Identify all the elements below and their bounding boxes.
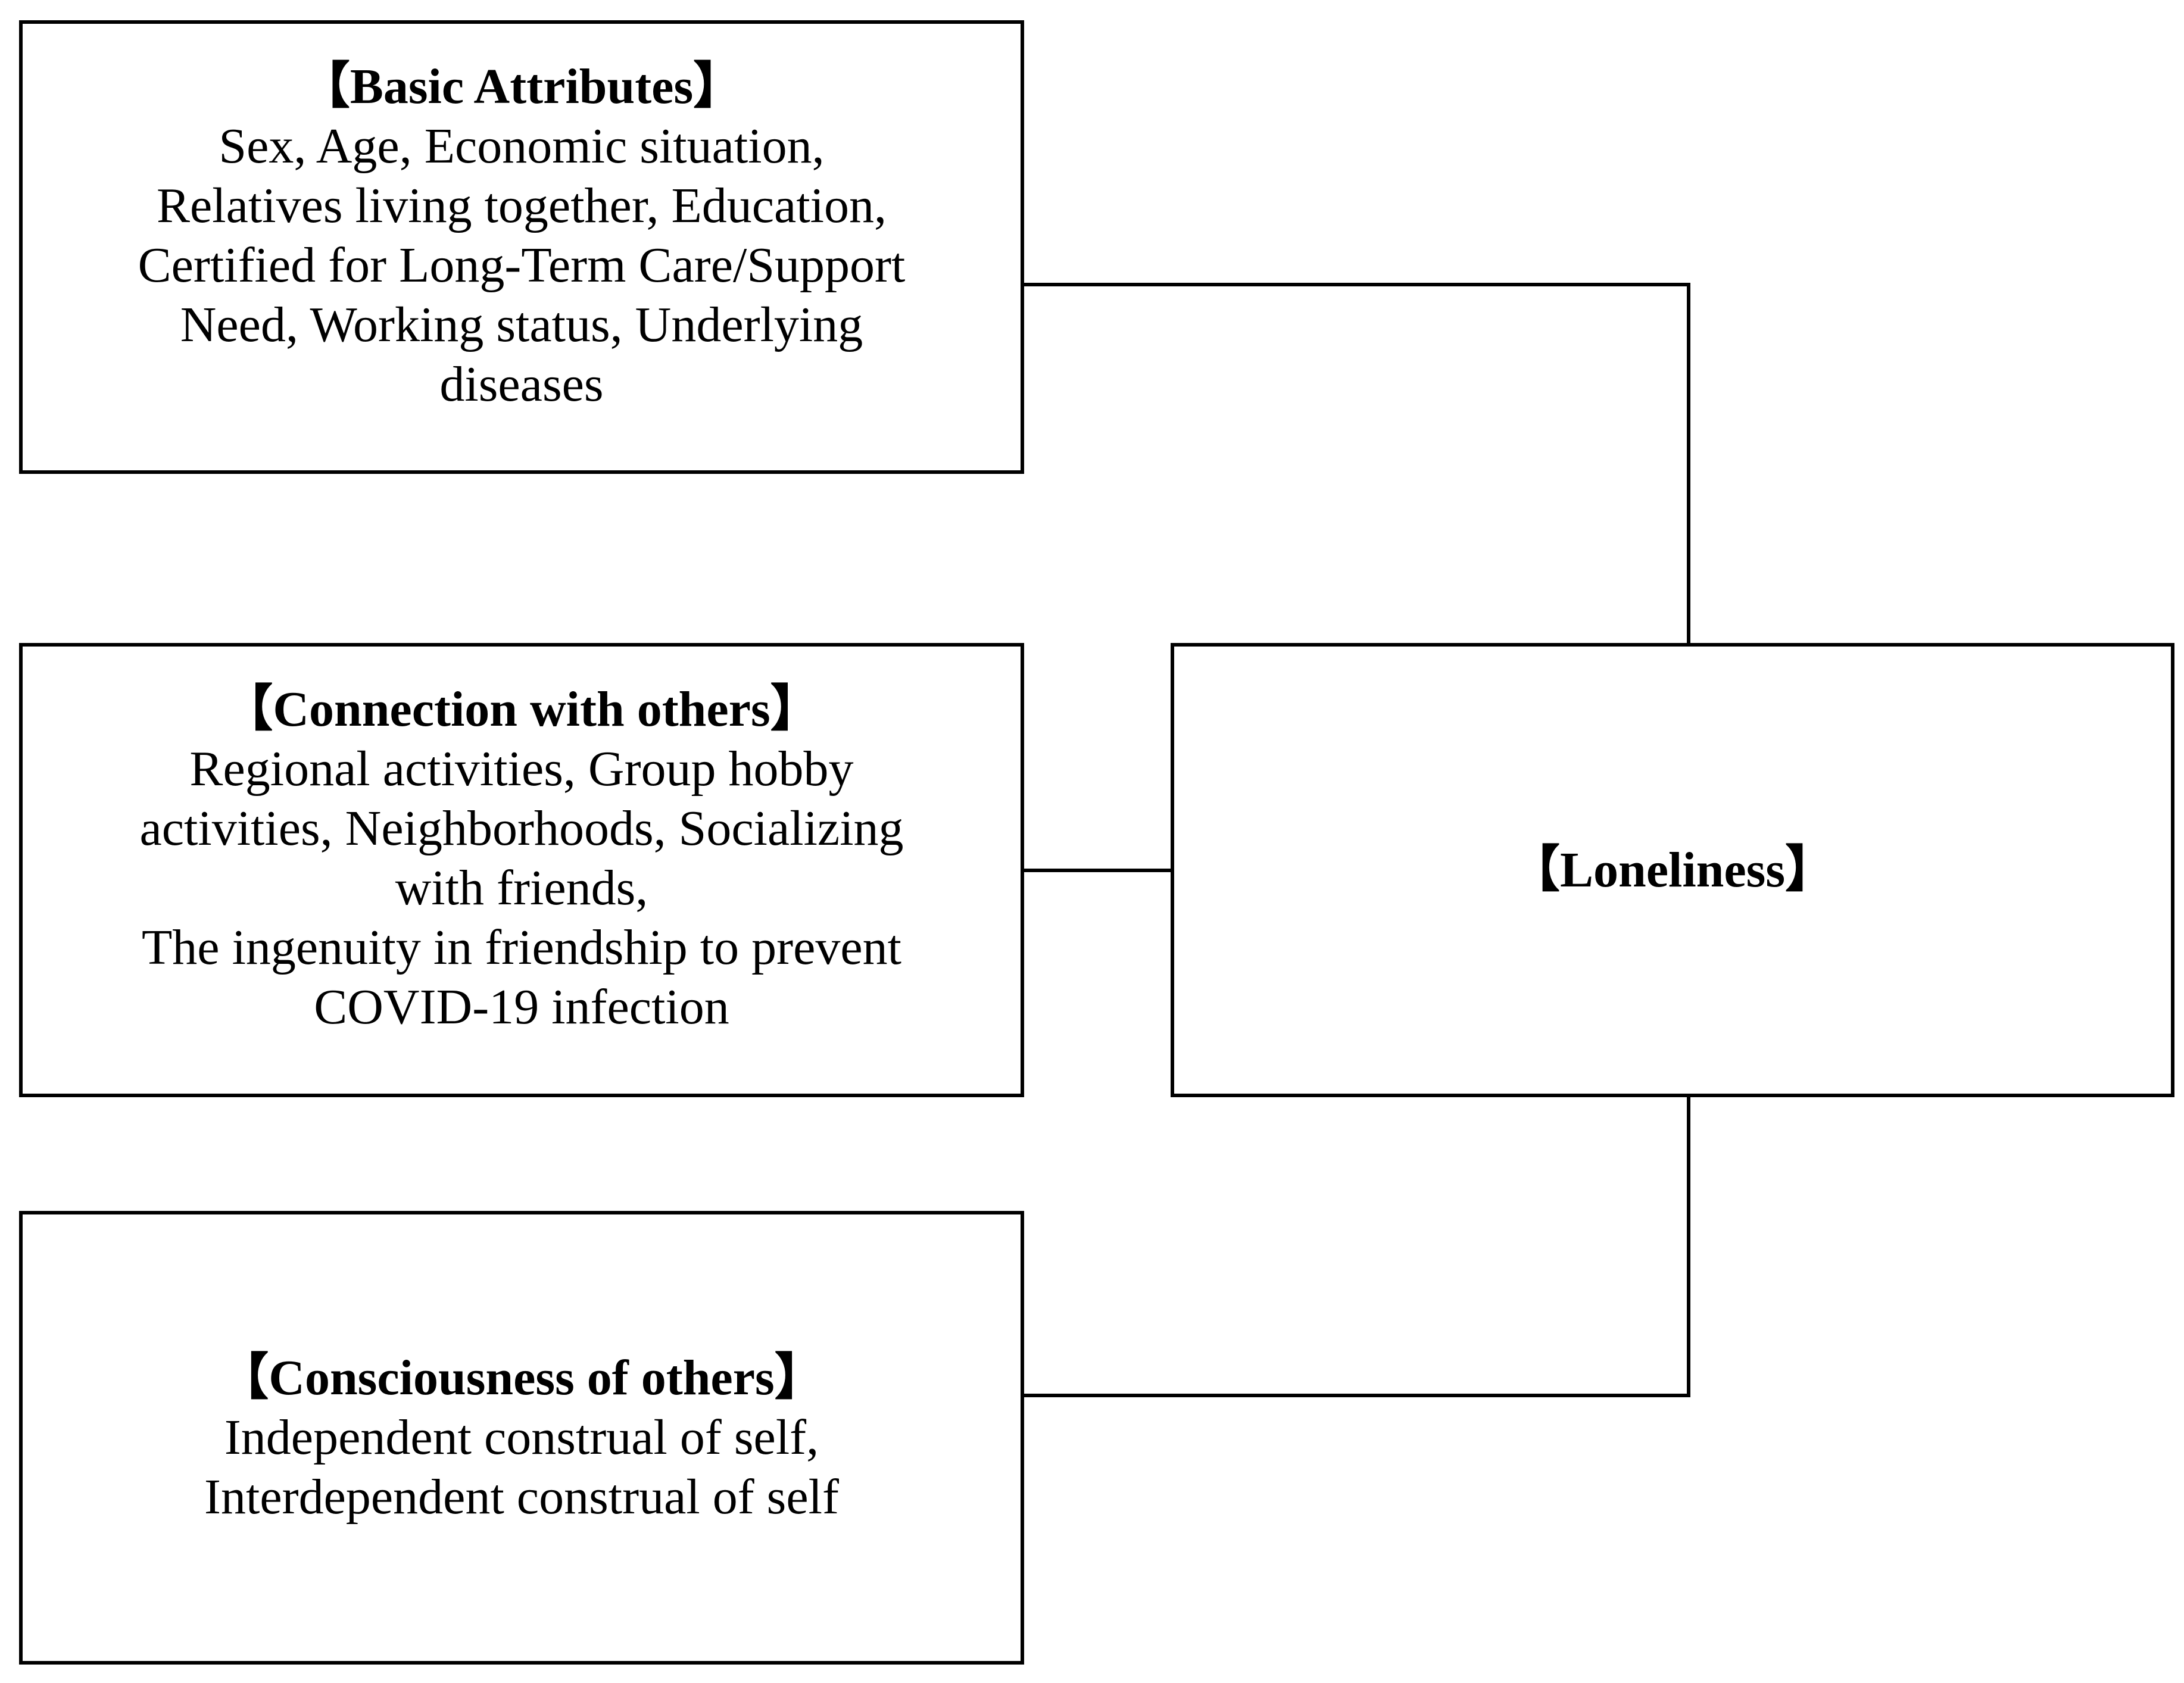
consciousness-of-others-line: Independent construal of self, xyxy=(224,1410,819,1465)
basic-attributes-line: diseases xyxy=(439,357,604,412)
basic-attributes-line: Sex, Age, Economic situation, xyxy=(219,118,825,174)
connection-with-others-line: activities, Neighborhoods, Socializing xyxy=(139,801,904,856)
consciousness-of-others-line: Interdependent construal of self xyxy=(204,1469,839,1525)
basic-attributes-line: Relatives living together, Education, xyxy=(157,178,887,233)
connection-with-others-line: COVID-19 infection xyxy=(314,979,729,1035)
loneliness-box: 【Loneliness】 xyxy=(1171,643,2174,1097)
consciousness-of-others-title: 【Consciousness of others】 xyxy=(219,1350,825,1406)
connection-with-others-line: with friends, xyxy=(395,860,648,916)
connection-with-others-title: 【Connection with others】 xyxy=(223,682,820,737)
connector-consciousness-to-loneliness xyxy=(1022,1095,1690,1397)
basic-attributes-line: Need, Working status, Underlying xyxy=(180,297,863,352)
basic-attributes-line: Certified for Long-Term Care/Support xyxy=(138,238,906,293)
connection-with-others-box: 【Connection with others】 Regional activi… xyxy=(19,643,1024,1097)
connection-with-others-line: The ingenuity in friendship to prevent xyxy=(141,920,902,975)
connection-with-others-line: Regional activities, Group hobby xyxy=(189,741,854,797)
basic-attributes-title: 【Basic Attributes】 xyxy=(299,59,744,114)
loneliness-title: 【Loneliness】 xyxy=(1509,842,1836,898)
consciousness-of-others-box: 【Consciousness of others】 Independent co… xyxy=(19,1211,1024,1665)
basic-attributes-box: 【Basic Attributes】 Sex, Age, Economic si… xyxy=(19,20,1024,474)
connector-basic-to-loneliness xyxy=(1022,283,1690,645)
